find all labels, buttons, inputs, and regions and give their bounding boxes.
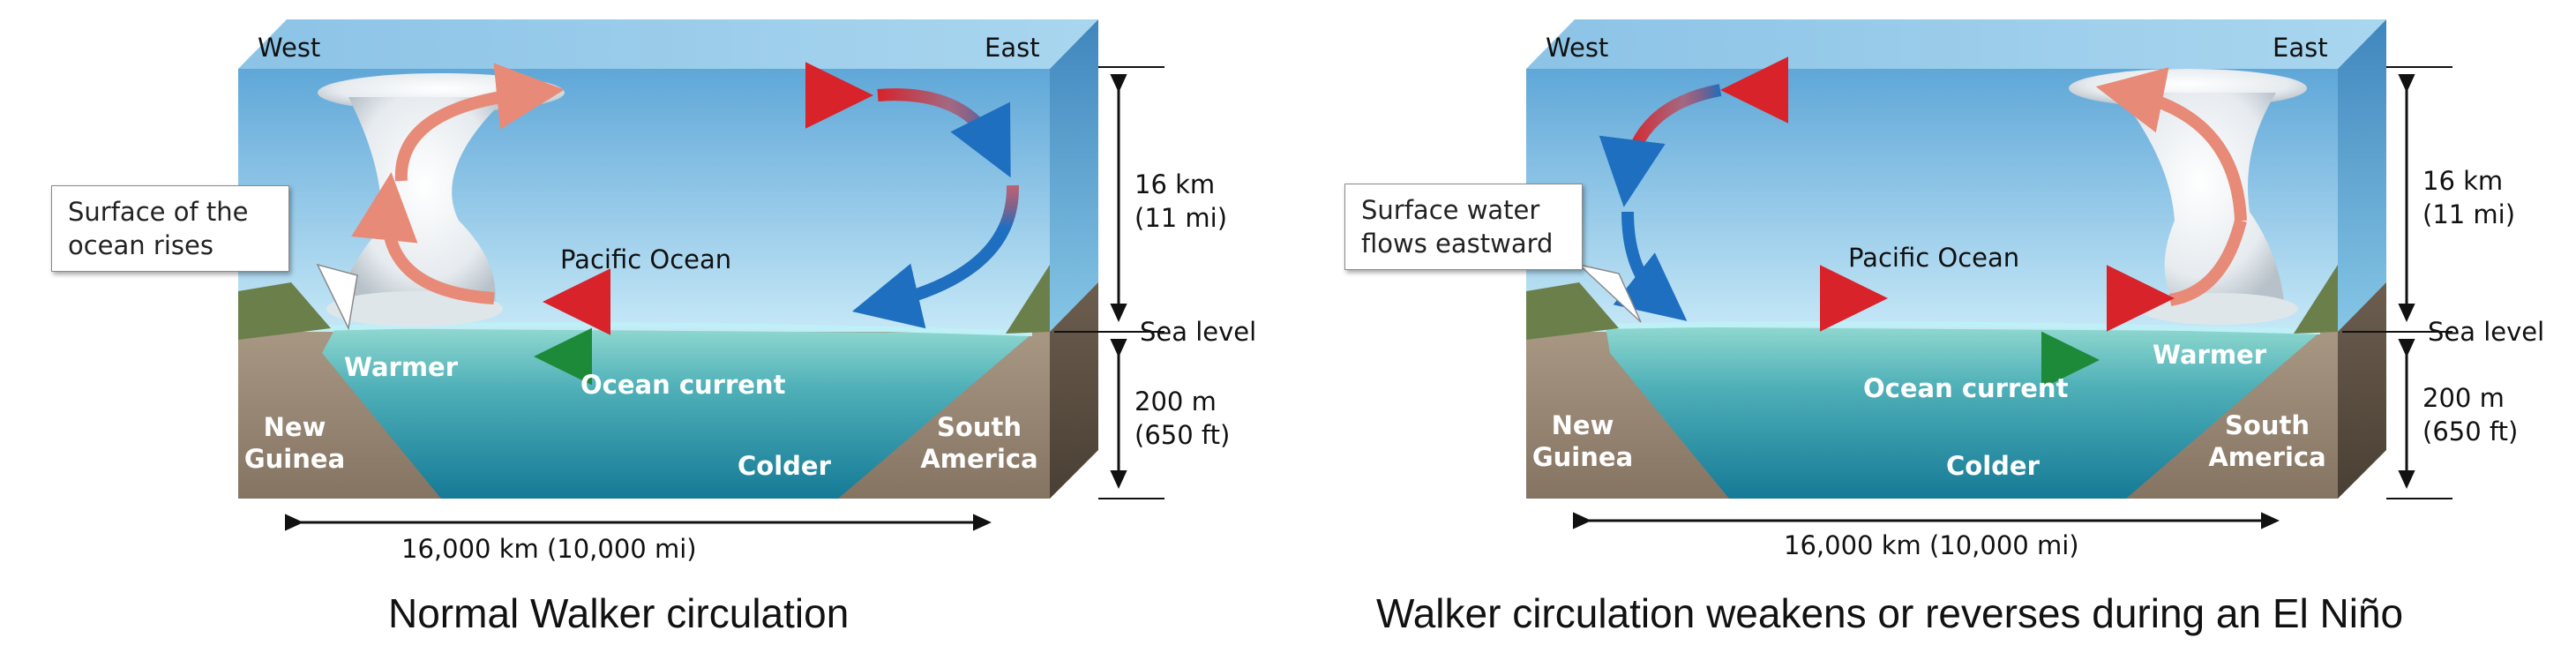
el-nino-panel: West East Pacific Ocean Warmer Ocean cur…: [1288, 0, 2576, 653]
south-america-label: South America: [2208, 410, 2326, 472]
box-right-side: [1050, 19, 1098, 332]
width-label: 16,000 km (10,000 mi): [1784, 530, 2079, 560]
upper-air-arrow-2: [877, 88, 1011, 178]
sinking-air-arrow-upper: [1599, 84, 1722, 207]
warmer-label: Warmer: [344, 352, 459, 382]
box-right-side: [2338, 19, 2386, 332]
colder-label: Colder: [1946, 451, 2041, 481]
callout-pointer: [316, 263, 358, 331]
colder-label: Colder: [738, 451, 832, 481]
ocean: [1606, 326, 2320, 499]
ocean-current-label: Ocean current: [1863, 373, 2069, 403]
west-label: West: [1546, 33, 1608, 63]
el-nino-diagram: West East Pacific Ocean Warmer Ocean cur…: [1526, 19, 2544, 560]
upper-rising-arrow: [394, 63, 565, 182]
sea-level-label: Sea level: [2428, 317, 2544, 347]
new-guinea-label: New Guinea: [243, 412, 346, 474]
pacific-ocean-label: Pacific Ocean: [1848, 243, 2019, 273]
box-top-face: [1526, 19, 2386, 69]
east-label: East: [2273, 33, 2328, 63]
caption-el-nino: Walker circulation weakens or reverses d…: [1376, 590, 2404, 636]
sea-level-label: Sea level: [1140, 317, 1256, 347]
new-guinea-label: New Guinea: [1531, 410, 1634, 472]
ocean-surface: [1605, 321, 2321, 334]
box-top-face: [238, 19, 1098, 69]
warmer-label: Warmer: [2153, 340, 2267, 370]
height-label: 16 km (11 mi): [1134, 169, 1228, 233]
height-label: 16 km (11 mi): [2422, 166, 2516, 229]
callout-pointer: [1576, 263, 1642, 323]
depth-label: 200 m (650 ft): [2422, 383, 2519, 447]
ocean-current-label: Ocean current: [580, 370, 786, 400]
ocean: [322, 328, 1032, 499]
left-coast: [1526, 282, 1619, 340]
normal-diagram: West East Pacific Ocean Warmer Ocean cur…: [238, 19, 1256, 564]
sinking-air-arrow-lower: [1613, 211, 1688, 321]
upper-rising-arrow: [2095, 67, 2247, 221]
pacific-ocean-label: Pacific Ocean: [560, 244, 731, 274]
caption-normal: Normal Walker circulation: [388, 590, 850, 636]
width-label: 16,000 km (10,000 mi): [401, 534, 697, 564]
callout-box: Surface of the ocean rises: [51, 185, 289, 272]
rising-air-arrow: [2168, 219, 2247, 306]
sinking-air-arrow: [851, 184, 1020, 329]
box-right-side-ground: [1050, 282, 1098, 499]
callout-box: Surface water flows eastward: [1344, 184, 1583, 270]
south-america-label: South America: [920, 412, 1038, 474]
west-label: West: [258, 33, 320, 63]
rising-air-arrow: [351, 172, 495, 304]
left-coast: [238, 282, 331, 340]
box-right-side-ground: [2338, 282, 2386, 499]
east-label: East: [985, 33, 1040, 63]
right-coast: [2294, 265, 2338, 334]
right-coast: [1006, 265, 1050, 334]
depth-label: 200 m (650 ft): [1134, 387, 1231, 450]
normal-walker-panel: West East Pacific Ocean Warmer Ocean cur…: [51, 19, 1256, 636]
